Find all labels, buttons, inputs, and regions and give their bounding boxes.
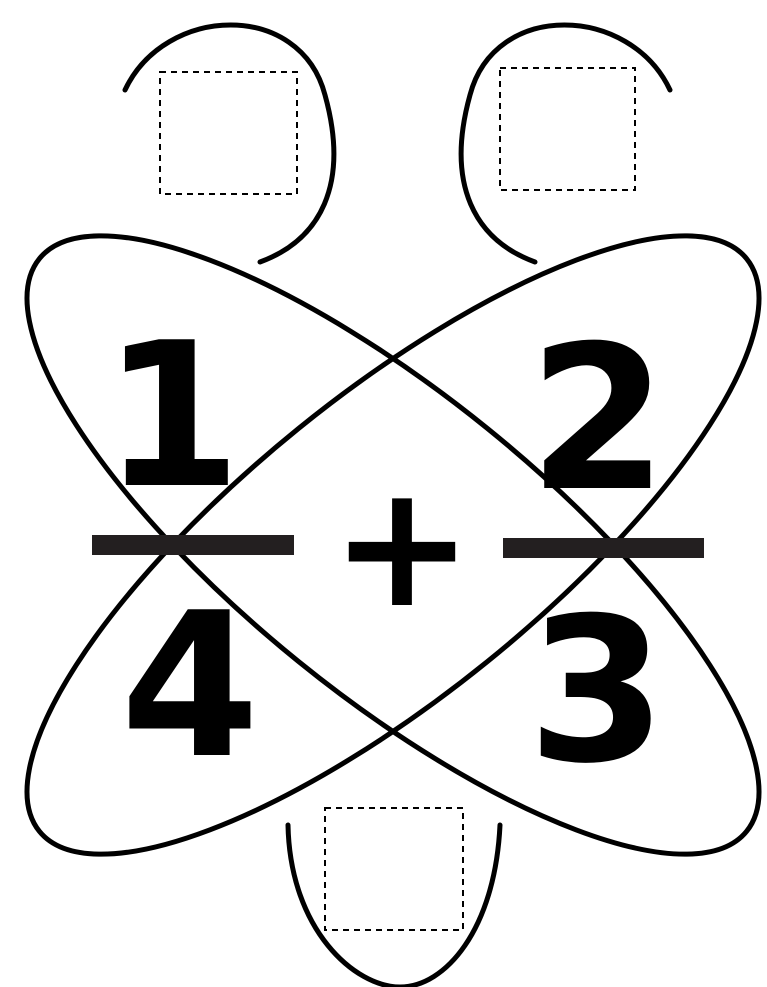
bottom-loop bbox=[288, 825, 500, 987]
left-denominator: 4 bbox=[120, 570, 259, 803]
answer-box-top-left[interactable] bbox=[160, 72, 297, 194]
upper-left-loop bbox=[125, 25, 334, 262]
upper-right-loop bbox=[461, 25, 670, 262]
answer-box-top-right[interactable] bbox=[500, 68, 635, 190]
plus-operator: + bbox=[331, 448, 473, 646]
left-fraction-bar bbox=[92, 535, 294, 555]
right-numerator: 2 bbox=[528, 303, 667, 536]
right-denominator: 3 bbox=[527, 575, 666, 808]
left-numerator: 1 bbox=[102, 300, 241, 533]
right-fraction-bar bbox=[503, 538, 704, 558]
answer-box-bottom[interactable] bbox=[325, 808, 463, 930]
